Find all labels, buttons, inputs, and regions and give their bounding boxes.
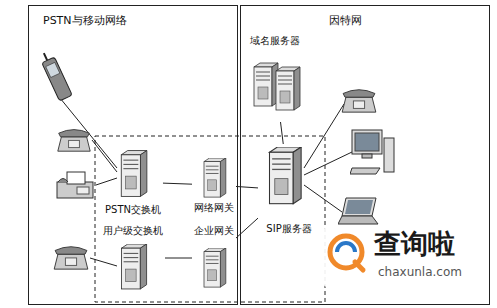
dashed-boundary [95, 136, 325, 302]
telephone [58, 130, 90, 152]
equipment-label: 网络网关 [194, 202, 234, 214]
link-line [163, 183, 192, 184]
wire [304, 152, 352, 175]
equipment-node: SIP服务器 [258, 144, 320, 236]
equipment-node: 用户级交换机 [101, 224, 165, 292]
pbx-icon [122, 244, 147, 289]
gateway-icon [204, 248, 226, 287]
link-line [281, 122, 284, 144]
wire [92, 140, 117, 172]
mobile-body [42, 57, 72, 101]
desktop-pc [350, 130, 394, 174]
network-region: PSTN与移动网络 PSTN交换机 网络网关用户级交换机 企业网关 [28, 5, 238, 305]
equipment-label: 域名服务器 [250, 35, 300, 47]
mobile-screen [46, 62, 60, 77]
watermark-text: 查询啦 [374, 229, 455, 259]
equipment-label: PSTN交换机 [105, 204, 161, 216]
equipment-node: 网络网关 [192, 155, 236, 215]
device-wires [60, 98, 352, 266]
wire [96, 178, 117, 185]
fax-machine [57, 172, 93, 198]
mobile-phone [38, 50, 72, 101]
laptop [338, 198, 378, 224]
watermark-logo-tail [355, 262, 363, 270]
equipment-label: SIP服务器 [266, 223, 311, 235]
equipment-label: 用户级交换机 [103, 225, 163, 237]
watermark-logo-arc [337, 243, 355, 252]
gateway-icon [204, 158, 226, 197]
wire [304, 185, 342, 212]
link-line [165, 258, 192, 259]
telephone [342, 90, 376, 112]
equipment-node: PSTN交换机 [103, 147, 163, 217]
region-heading: 因特网 [329, 14, 362, 27]
region-heading: PSTN与移动网络 [43, 14, 127, 27]
equipment-label: 企业网关 [194, 225, 234, 237]
wire [90, 258, 117, 266]
equipment-node: 企业网关 [192, 224, 236, 292]
sip-server-icon [270, 147, 302, 204]
pstn-switch-icon [121, 151, 147, 197]
watermark-ground [322, 226, 478, 288]
mobile-antenna [44, 53, 47, 60]
telephone [54, 247, 88, 269]
watermark-text: chaxunla.com [378, 266, 462, 279]
equipment-node: 域名服务器 [244, 34, 306, 122]
network-region: 因特网域名服务器 SIP服务器 [240, 5, 490, 305]
dns-server-icon [254, 63, 278, 106]
dns-server-icon [276, 67, 300, 110]
